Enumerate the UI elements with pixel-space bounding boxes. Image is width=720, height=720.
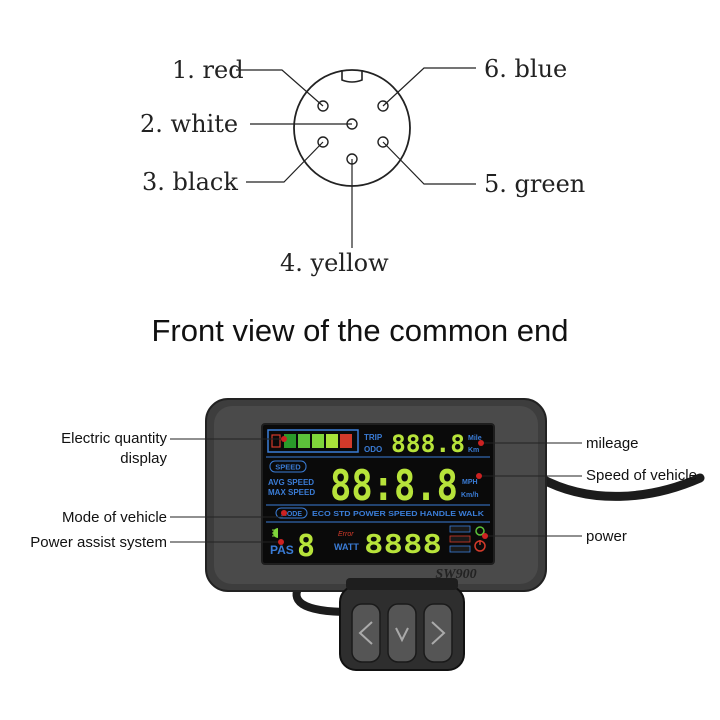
battery-segment — [284, 434, 296, 448]
mph-unit: MPH — [462, 479, 478, 486]
callout-speed-of-vehicle: Speed of vehicle — [586, 467, 697, 484]
status-indicator-2 — [449, 535, 471, 543]
callout-power: power — [586, 528, 627, 545]
mode-list: ECO STD POWER SPEED HANDLE WALK — [312, 509, 485, 518]
chevron-right-icon — [431, 621, 446, 645]
pas-label: PAS — [270, 543, 294, 557]
remote-right-button[interactable] — [423, 603, 453, 663]
callout-mileage: mileage — [586, 435, 639, 452]
kmh-unit: Km/h — [461, 492, 479, 499]
battery-bars — [284, 434, 352, 448]
callouts: Electric quantity display Mode of vehicl… — [30, 430, 697, 551]
pin-1-leader — [236, 69, 324, 107]
sw900-display: TRIP ODO 888.8 Mile Km SPEED AVG SPEED M… — [205, 398, 705, 671]
battery-segment — [312, 434, 324, 448]
remote-left-button[interactable] — [351, 603, 381, 663]
display-cable — [535, 473, 705, 501]
callout-electric-quantity-line1: Electric quantity — [61, 430, 167, 447]
connector-key-notch — [341, 70, 363, 83]
callout-pas-dot — [278, 539, 284, 545]
watt-value: 8888 — [364, 530, 442, 560]
callout-speed-dot — [476, 473, 482, 479]
pin-2-label: 2. white — [140, 110, 238, 138]
headlight-icon — [272, 528, 278, 538]
remote-clamp — [346, 578, 458, 590]
battery-outline — [267, 429, 359, 453]
battery-charge-icon — [271, 434, 281, 448]
callout-power-dot — [482, 533, 488, 539]
chevron-down-icon — [395, 627, 409, 643]
remote-mode-button[interactable] — [387, 603, 417, 663]
pin-3-label: 3. black — [142, 168, 238, 196]
chevron-left-icon — [358, 621, 373, 645]
max-speed-label: MAX SPEED — [268, 488, 315, 497]
speed-badge-label: SPEED — [275, 463, 301, 472]
connector-front-view: 1. red 2. white 3. black 4. yellow 5. gr… — [140, 55, 585, 277]
callout-electric-quantity-line2: display — [120, 450, 167, 467]
mile-unit: Mile — [468, 435, 482, 442]
mode-badge — [275, 507, 308, 519]
watt-label: WATT — [334, 542, 359, 552]
diagram-title: Front view of the common end — [152, 313, 569, 348]
status-dot-icon — [475, 526, 485, 536]
battery-segment — [340, 434, 352, 448]
pin-5-leader — [382, 141, 476, 185]
pin-6-label: 6. blue — [484, 55, 567, 83]
pin-3-leader — [246, 141, 324, 183]
trip-label: TRIP — [364, 433, 383, 442]
callout-mode-of-vehicle: Mode of vehicle — [62, 509, 167, 526]
speed-badge — [269, 460, 307, 473]
km-unit: Km — [468, 447, 479, 454]
status-indicator-1 — [449, 525, 471, 533]
speed-value: 88:8.8 — [330, 461, 458, 510]
pin-5-label: 5. green — [484, 170, 585, 198]
error-label: Error — [338, 531, 354, 538]
pin-4-label: 4. yellow — [280, 249, 389, 277]
mileage-value: 888.8 — [391, 430, 465, 458]
battery-segment — [298, 434, 310, 448]
odo-label: ODO — [364, 445, 382, 454]
callout-mileage-dot — [478, 440, 484, 446]
pas-value: 8 — [297, 529, 315, 564]
mode-badge-label: MODE — [281, 511, 302, 518]
callout-battery-dot — [281, 436, 287, 442]
status-indicator-3 — [449, 545, 471, 553]
callout-power-assist: Power assist system — [30, 534, 167, 551]
battery-segment — [326, 434, 338, 448]
callout-mode-dot — [281, 510, 287, 516]
avg-speed-label: AVG SPEED — [268, 478, 314, 487]
pin-6-leader — [382, 67, 476, 107]
pin-1-label: 1. red — [172, 56, 244, 84]
lcd-screen — [261, 423, 495, 565]
